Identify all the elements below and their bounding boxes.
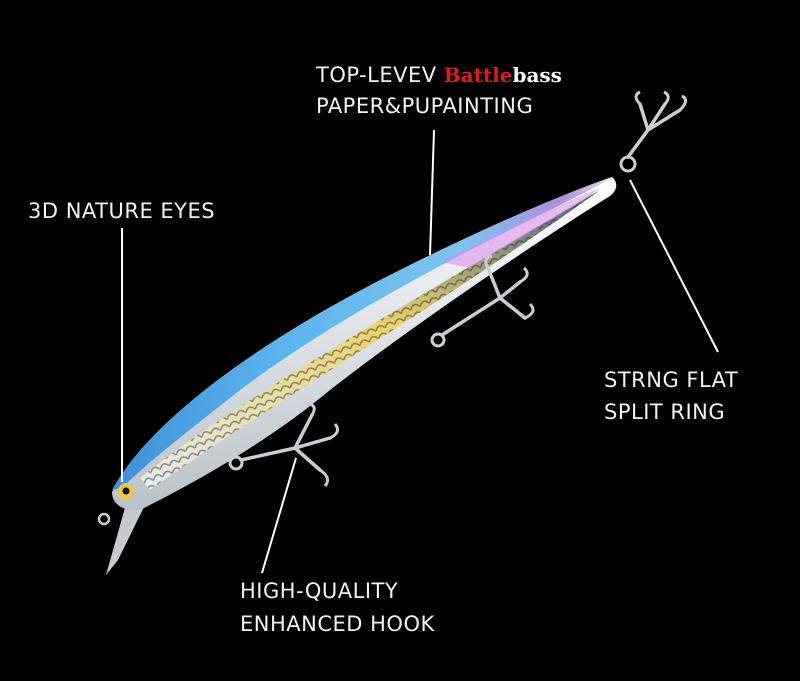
split-ring-icon xyxy=(619,155,637,173)
brand-logo-part1: Battle xyxy=(443,63,513,87)
lure-eye-icon xyxy=(118,483,134,499)
paint-feature-prefix: TOP-LEVEV xyxy=(316,63,437,87)
hook-feature-label-line2: ENHANCED HOOK xyxy=(240,612,435,636)
split-ring-label-line1: STRNG FLAT xyxy=(604,368,739,392)
leader-line-hook xyxy=(261,457,297,574)
leader-lines xyxy=(121,129,719,574)
tail-treble-hook xyxy=(619,90,687,173)
treble-hook-enhanced xyxy=(228,402,340,487)
lure-lip xyxy=(106,490,145,575)
paint-feature-label: TOP-LEVEV Battlebass xyxy=(316,62,562,88)
leader-line-split-ring xyxy=(629,179,719,353)
paint-feature-label-line2: PAPER&PUPAINTING xyxy=(316,94,534,118)
line-tie-ring xyxy=(97,512,111,526)
hook-feature-label-line1: HIGH-QUALITY xyxy=(240,579,399,603)
leader-line-paint xyxy=(429,129,435,256)
split-ring-label-line2: SPLIT RING xyxy=(604,400,726,424)
brand-logo: Battlebass xyxy=(444,63,562,87)
fishing-lure-image xyxy=(97,177,617,575)
treble-hook-icon xyxy=(430,254,535,348)
eyes-feature-label: 3D NATURE EYES xyxy=(28,199,216,223)
brand-logo-part2: bass xyxy=(512,63,562,87)
